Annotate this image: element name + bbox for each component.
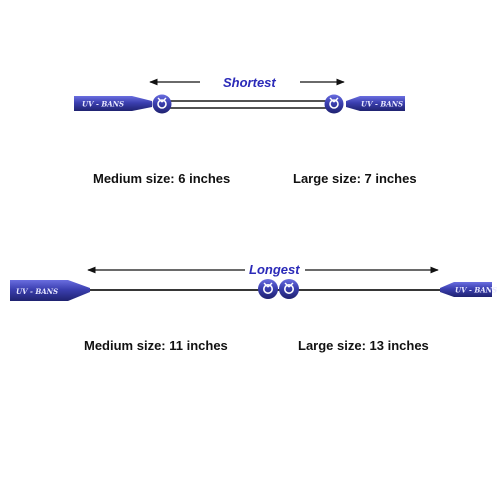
slider-bead-icon — [258, 279, 278, 299]
right-end-tube: UV - BANS — [440, 282, 497, 297]
slider-bead-icon — [279, 279, 299, 299]
brand-text: UV - BANS — [82, 100, 124, 109]
left-end-tube: UV - BANS — [74, 96, 152, 111]
short-large-size: Large size: 7 inches — [293, 171, 417, 186]
brand-text: UV - BANS — [361, 100, 403, 109]
long-strap: UV - BANS UV - BANS — [10, 266, 497, 301]
short-medium-size: Medium size: 6 inches — [93, 171, 231, 186]
left-end-tube: UV - BANS — [10, 280, 90, 301]
right-end-tube: UV - BANS — [346, 96, 405, 111]
long-medium-size: Medium size: 11 inches — [84, 338, 228, 353]
longest-tag: Longest — [246, 262, 303, 277]
shortest-tag: Shortest — [220, 75, 279, 90]
brand-text: UV - BANS — [16, 287, 58, 296]
brand-text: UV - BANS — [455, 286, 497, 295]
slider-bead-icon — [152, 94, 172, 114]
long-large-size: Large size: 13 inches — [298, 338, 429, 353]
short-strap: UV - BANS UV - BANS — [74, 78, 405, 114]
slider-bead-icon — [324, 94, 344, 114]
